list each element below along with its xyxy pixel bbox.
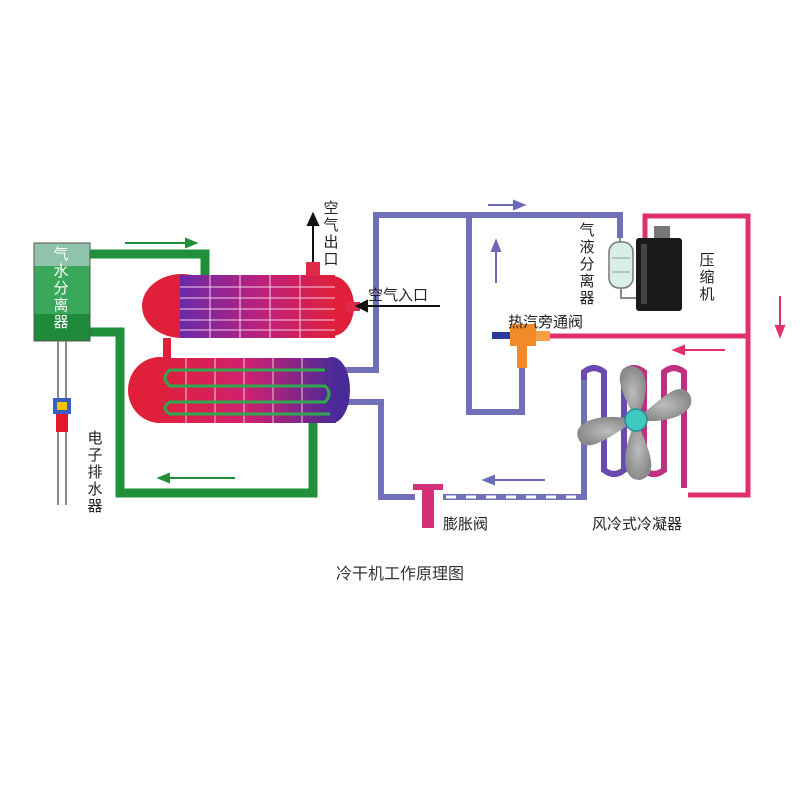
label-arrows bbox=[306, 211, 440, 313]
discharge-line bbox=[642, 213, 751, 498]
air-piping bbox=[90, 249, 318, 498]
expansion-to-exchanger-line bbox=[345, 399, 415, 500]
expansion-valve bbox=[413, 484, 443, 528]
gas-liquid-separator bbox=[608, 238, 638, 299]
fan-icon bbox=[577, 366, 692, 480]
air-pipe-from-bottom-exchanger bbox=[90, 327, 318, 498]
label-air-inlet: 空气入口 bbox=[368, 286, 429, 304]
label-hot-gas-bypass: 热汽旁通阀 bbox=[508, 313, 584, 331]
diagram-caption: 冷干机工作原理图 bbox=[335, 564, 464, 583]
suction-line bbox=[340, 212, 623, 373]
label-gas-liquid-separator: 气液分离器 bbox=[579, 221, 595, 307]
refrigerant-high-piping bbox=[535, 213, 751, 498]
air-flow-arrows bbox=[125, 237, 235, 484]
top-heat-exchanger bbox=[142, 262, 360, 338]
bypass-line bbox=[466, 215, 525, 415]
label-air-cooled-condenser: 风冷式冷凝器 bbox=[592, 515, 683, 533]
compressor-icon bbox=[636, 226, 682, 311]
label-compressor: 压缩机 bbox=[699, 251, 715, 303]
label-electronic-drain: 电子排水器 bbox=[87, 429, 103, 515]
hot-gas-flow-arrows bbox=[671, 296, 786, 356]
label-air-outlet: 空气出口 bbox=[323, 199, 339, 268]
air-pipe-to-top-exchanger bbox=[90, 249, 210, 275]
label-gas-water-separator: 气水分离器 bbox=[53, 245, 69, 331]
label-expansion-valve: 膨胀阀 bbox=[443, 515, 489, 533]
gas-water-separator bbox=[33, 242, 91, 342]
bottom-heat-exchanger bbox=[128, 357, 350, 423]
refrigerant-flow-arrows bbox=[481, 199, 545, 486]
drain-valve-icon bbox=[53, 341, 71, 505]
hot-gas-bypass-valve bbox=[492, 324, 550, 368]
